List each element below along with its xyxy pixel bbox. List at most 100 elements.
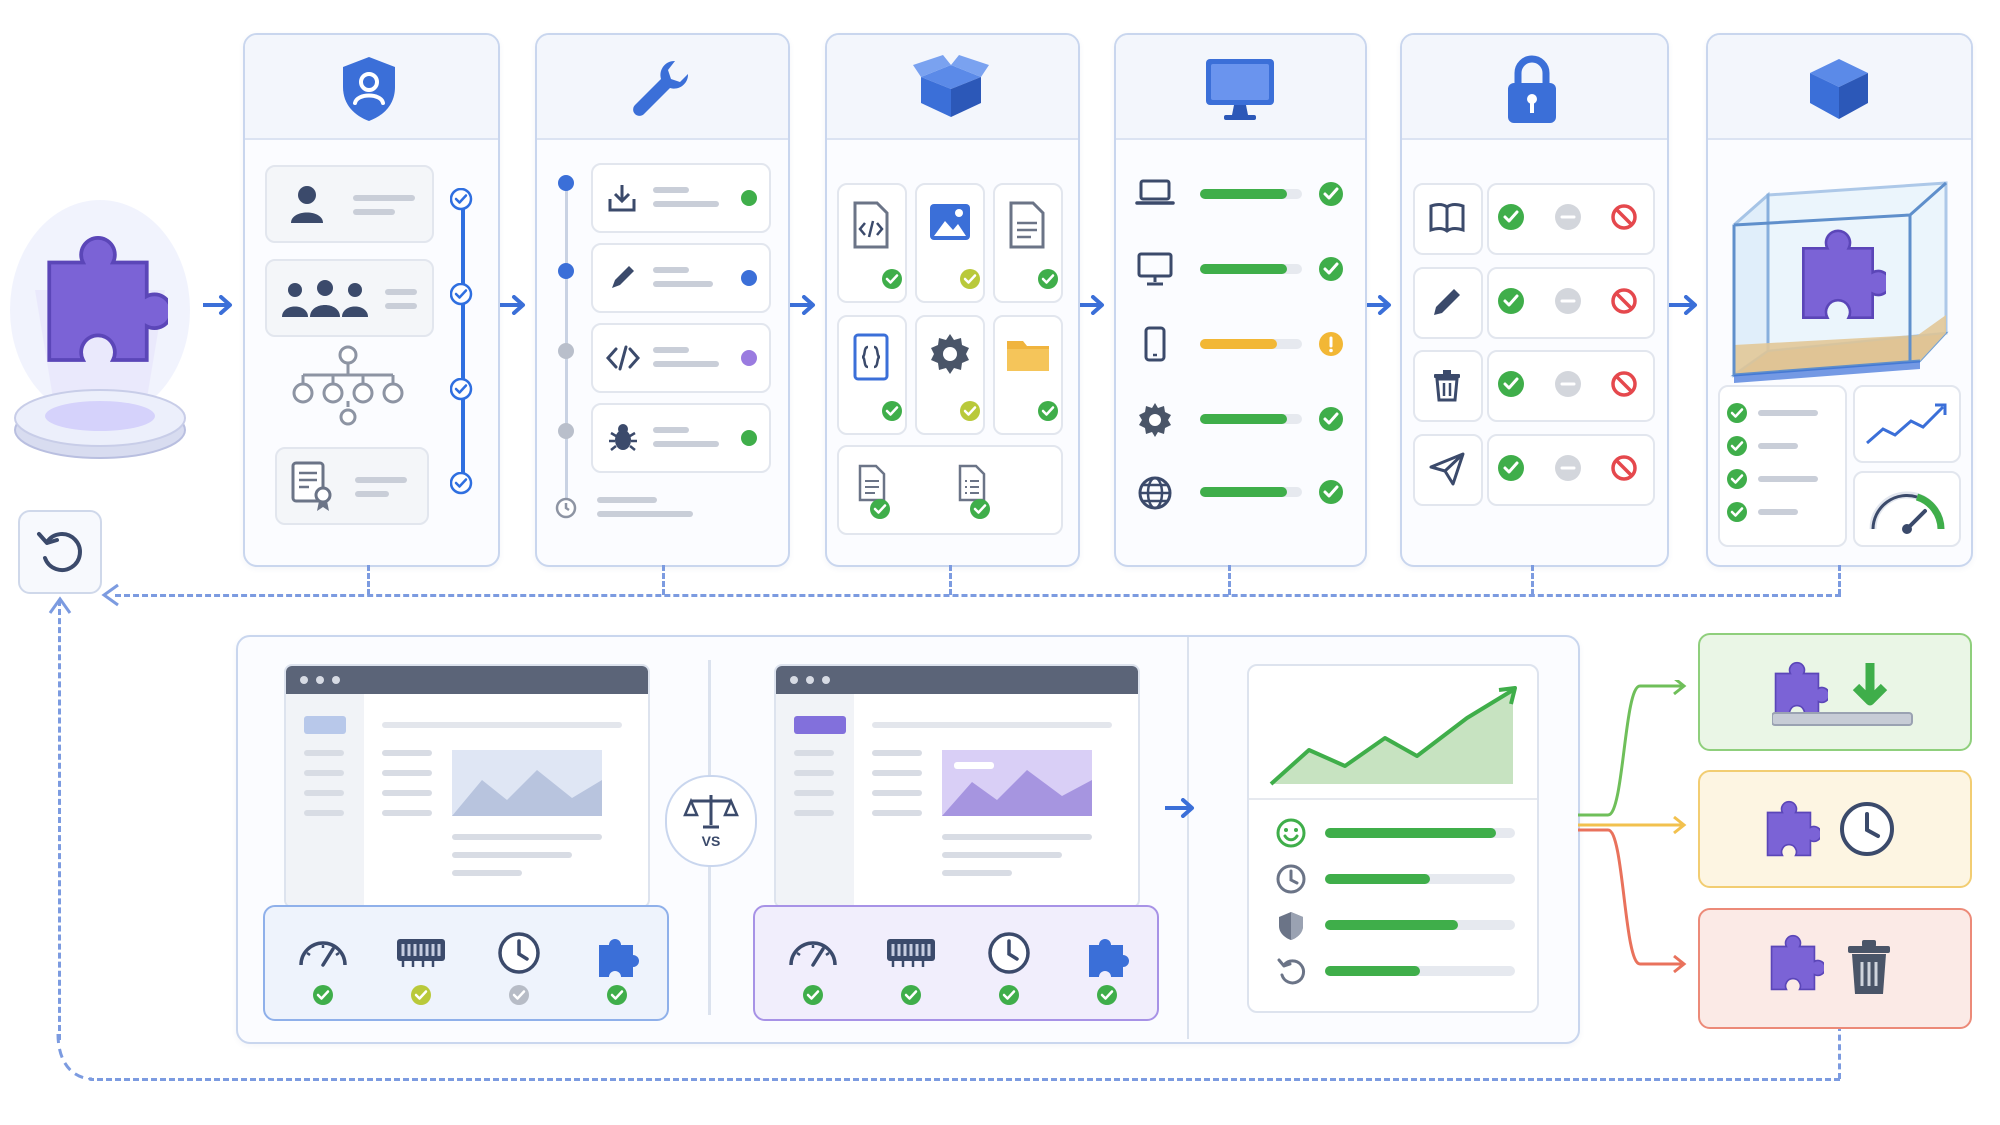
outcome-defer[interactable]: [1698, 770, 1972, 888]
compat-progress-fill: [1200, 487, 1287, 497]
monitor-icon: [1206, 59, 1274, 120]
sandbox-gauge-widget[interactable]: [1853, 471, 1961, 547]
refresh-icon: [37, 532, 82, 572]
result-bar-fill: [1325, 920, 1458, 930]
code-icon: [605, 345, 641, 371]
deny-icon[interactable]: [1610, 203, 1638, 231]
allow-icon[interactable]: [1497, 203, 1525, 231]
send-icon: [1429, 452, 1465, 486]
memory-icon: [887, 939, 935, 967]
baseline-window[interactable]: [284, 664, 650, 908]
compat-progress-fill: [1200, 189, 1287, 199]
status-dot: [741, 350, 757, 366]
permission-scope[interactable]: [1413, 267, 1483, 339]
users-group-icon: [282, 280, 368, 317]
stage-build: [535, 33, 790, 567]
result-bar: [1325, 874, 1515, 884]
result-bar-fill: [1325, 966, 1420, 976]
neutral-icon[interactable]: [1554, 287, 1582, 315]
arrowhead-left: [101, 583, 119, 607]
verified-check-icon: [450, 472, 473, 495]
neutral-icon[interactable]: [1554, 454, 1582, 482]
flow-arrow: [1362, 295, 1391, 315]
padlock-icon: [1508, 55, 1556, 123]
feedback-line: [115, 594, 1841, 597]
check-line: [1758, 443, 1798, 449]
package-bundle[interactable]: [837, 445, 1063, 535]
allow-icon[interactable]: [1497, 287, 1525, 315]
ok-check-icon: [1319, 182, 1343, 206]
warning-icon: [1319, 332, 1343, 356]
ok-check-icon: [882, 401, 904, 423]
ok-check-icon: [1727, 469, 1747, 489]
puzzle-piece-icon: [1766, 800, 1820, 857]
loop-connector: [58, 600, 61, 1040]
identity-row-group[interactable]: [265, 259, 434, 337]
result-bar: [1325, 920, 1515, 930]
hierarchy-icon: [292, 345, 404, 426]
clock-icon: [498, 932, 540, 974]
open-box-icon: [913, 55, 989, 117]
pencil-icon: [612, 266, 634, 288]
identity-row-certificate[interactable]: [275, 447, 429, 525]
partial-check-icon: [960, 269, 982, 291]
flow-arrow: [786, 295, 815, 315]
stage-sandbox: [1706, 33, 1973, 567]
puzzle-piece-icon[interactable]: [28, 225, 168, 375]
deny-icon[interactable]: [1610, 454, 1638, 482]
permission-scope[interactable]: [1413, 350, 1483, 422]
compat-progress-fill: [1200, 339, 1277, 349]
deny-icon[interactable]: [1610, 370, 1638, 398]
timeline-node: [558, 263, 574, 279]
permission-scope[interactable]: [1413, 434, 1483, 506]
build-step-edit[interactable]: [591, 243, 771, 313]
deny-icon[interactable]: [1610, 287, 1638, 315]
loop-connector: [1838, 1025, 1841, 1079]
candidate-window[interactable]: [774, 664, 1140, 908]
stage-package: [825, 33, 1080, 567]
flow-arrow: [1668, 295, 1697, 315]
refresh-icon: [1277, 958, 1306, 985]
partial-check-icon: [411, 985, 431, 1005]
loop-line: [88, 1078, 1840, 1081]
ok-check-icon: [970, 499, 992, 521]
outcome-remove[interactable]: [1698, 908, 1972, 1029]
verified-check-icon: [450, 188, 473, 211]
build-step-code[interactable]: [591, 323, 771, 393]
trash-icon: [1434, 370, 1460, 402]
permission-scope[interactable]: [1413, 183, 1483, 255]
loop-restart-button[interactable]: [18, 510, 102, 594]
book-icon: [1429, 203, 1465, 233]
desktop-icon: [1137, 252, 1173, 286]
clock-icon: [555, 497, 577, 519]
puzzle-piece-icon: [599, 939, 639, 977]
result-bar: [1325, 828, 1515, 838]
outcome-install[interactable]: [1698, 633, 1972, 751]
ok-check-icon: [1727, 436, 1747, 456]
clock-icon: [1840, 802, 1894, 856]
identity-row-user[interactable]: [265, 165, 434, 243]
ok-check-icon: [803, 985, 823, 1005]
timeline-node: [558, 343, 574, 359]
build-step-debug[interactable]: [591, 403, 771, 473]
neutral-icon[interactable]: [1554, 370, 1582, 398]
ok-check-icon: [999, 985, 1019, 1005]
allow-icon[interactable]: [1497, 370, 1525, 398]
neutral-icon[interactable]: [1554, 203, 1582, 231]
folder-icon: [1007, 341, 1049, 371]
trash-icon: [1848, 940, 1890, 994]
laptop-icon: [1135, 179, 1175, 205]
ok-check-icon: [607, 985, 627, 1005]
build-step-download[interactable]: [591, 163, 771, 233]
allow-icon[interactable]: [1497, 454, 1525, 482]
preview-image: [452, 750, 602, 816]
gear-icon: [1139, 403, 1171, 437]
json-file-icon: [853, 333, 889, 381]
wrench-icon: [633, 60, 689, 116]
puzzle-piece-icon: [1770, 934, 1824, 991]
sandbox-trend-widget[interactable]: [1853, 385, 1961, 463]
ok-check-icon: [1727, 403, 1747, 423]
shield-icon: [1279, 912, 1303, 940]
compat-progress-bar: [1200, 414, 1302, 424]
ok-check-icon: [1319, 257, 1343, 281]
